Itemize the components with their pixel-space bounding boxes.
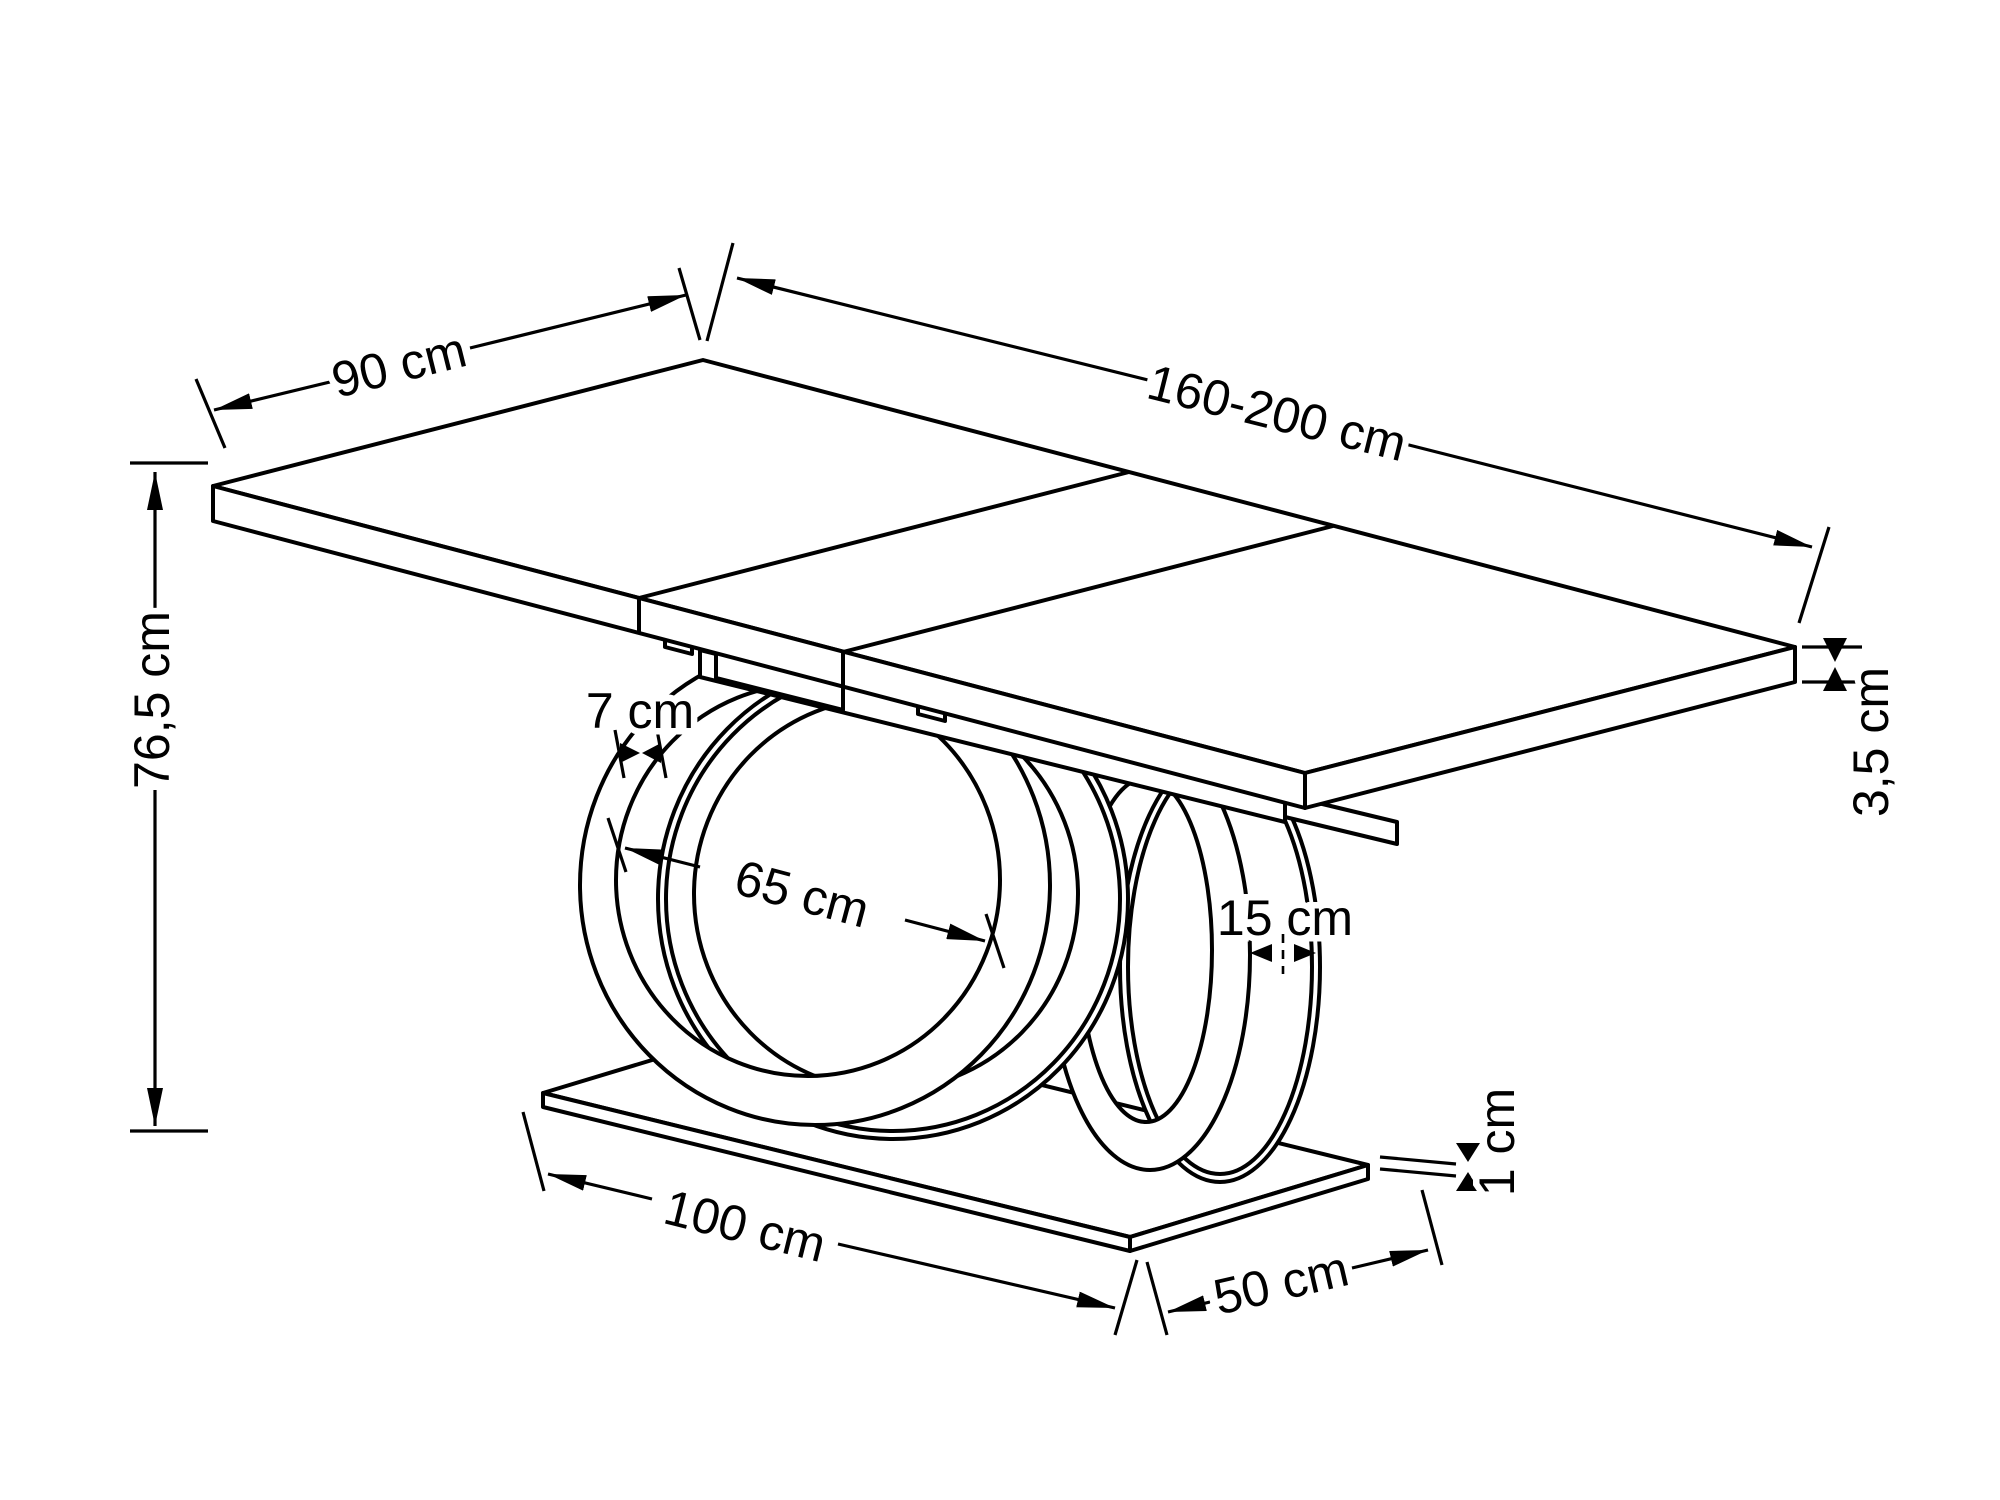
dim-ring-diameter-line-a [624,846,701,869]
dim-top-width-tick-right [677,267,702,341]
tabletop [211,358,1797,810]
dim-top-width-tick-left [194,378,227,449]
dim-label-base-length: 100 cm [659,1179,832,1273]
dim-top-width-line-b [469,293,687,350]
dim-ring-diameter-tick-left [606,817,628,873]
dim-top-length-line-a [736,276,1149,382]
dim-ring-band: 7 cm [579,677,701,779]
dim-top-length-tick-right [1797,526,1831,624]
dim-label-top-thickness: 3,5 cm [1843,667,1899,817]
dim-ring-band-arrow-right [642,743,661,763]
dim-label-base-depth: 50 cm [1208,1240,1353,1325]
dim-top-width-line-a [213,380,331,412]
dim-base-thickness: 1 cm [1379,1081,1532,1203]
dim-label-top-length: 160-200 cm [1142,354,1412,472]
dim-label-top-width: 90 cm [326,321,472,408]
dim-table-height: 76,5 cm [118,461,208,1133]
dim-top-thickness-arrow-up [1823,638,1847,662]
tabletop-front-right-face [1303,645,1797,810]
dim-ring-band-tick-left [613,729,626,779]
dim-ring-diameter-tick-right [984,913,1006,969]
dim-base-depth-tick-left [1145,1261,1169,1336]
dim-base-length-tick-right [1113,1259,1139,1336]
dim-label-base-thickness: 1 cm [1469,1088,1525,1196]
dim-base-length-line-b [837,1242,1116,1310]
dim-ring-depth: 15 cm [1210,884,1360,974]
dim-label-ring-depth: 15 cm [1217,890,1353,946]
dim-ring-band-arrow-left [620,743,640,763]
extension-leaf-seam-right [842,524,1334,654]
dim-top-thickness: 3,5 cm [1802,638,1906,824]
base-plate-front-right-face [1128,1163,1370,1253]
dim-base-length-tick-left [521,1111,546,1192]
dim-base-thickness-arrow-up [1456,1143,1480,1162]
dim-label-table-height: 76,5 cm [124,611,180,789]
dim-base-length-line-a [547,1172,653,1201]
dim-ring-depth-arrow-left [1250,944,1272,962]
dim-ring-depth-arrow-right [1294,944,1316,962]
extension-leaf-seam-left [638,470,1130,600]
dim-ring-diameter-line-b [904,918,986,943]
dim-base-depth-line-b [1351,1248,1429,1270]
dim-ring-band-tick-right [655,729,668,779]
dim-label-ring-band: 7 cm [586,683,694,739]
dim-top-length-line-b [1404,442,1813,549]
dim-base-depth-line-a [1167,1295,1211,1314]
dim-top-thickness-arrow-down [1823,667,1847,691]
dim-top-length-tick-left [705,242,735,342]
dim-base-thickness-lead-bottom [1379,1167,1457,1178]
dim-base-thickness-arrow-down [1456,1172,1480,1191]
dim-base-depth-tick-right [1420,1189,1444,1266]
dim-base-thickness-lead-top [1379,1155,1457,1166]
